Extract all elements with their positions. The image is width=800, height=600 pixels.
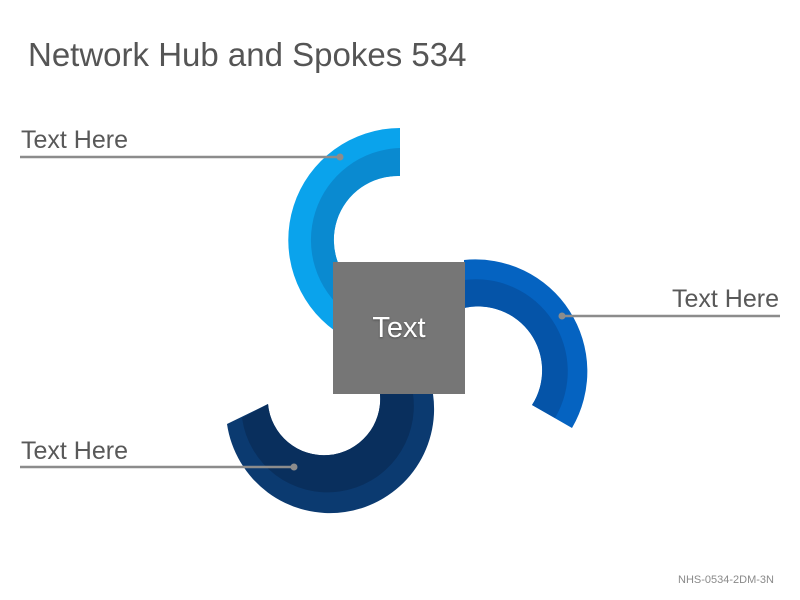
hub-box	[333, 262, 465, 394]
spoke-label-2: Text Here	[672, 285, 779, 313]
spoke-arc-2	[464, 259, 588, 428]
spoke-arc-3	[227, 394, 435, 514]
connector-3	[20, 463, 298, 471]
page-title: Network Hub and Spokes 534	[28, 36, 467, 73]
spoke-label-1: Text Here	[21, 126, 128, 154]
slide-code: NHS-0534-2DM-3N	[678, 574, 774, 586]
hub-label: Text	[372, 311, 426, 344]
spoke-label-3: Text Here	[21, 437, 128, 465]
connector-1	[20, 153, 344, 161]
connector-2	[558, 312, 780, 320]
